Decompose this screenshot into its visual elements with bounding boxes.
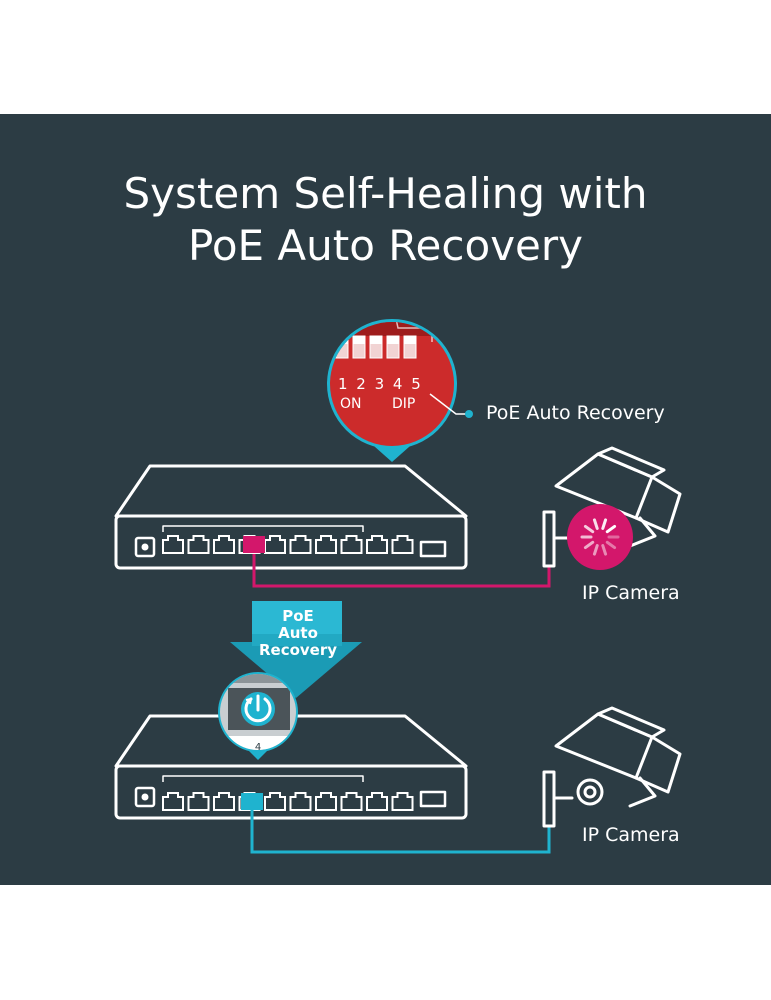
dip-on-label: ON: [340, 396, 362, 412]
ethernet-port: [340, 535, 363, 554]
recovery-port-number: 4: [255, 742, 261, 753]
recovery-arrow-label: PoE Auto Recovery: [246, 608, 350, 659]
ethernet-port: [264, 535, 286, 554]
arrow-label-line-2: Auto: [278, 624, 318, 642]
ethernet-port: [315, 535, 337, 554]
ethernet-port: [162, 792, 184, 811]
ethernet-port: [366, 535, 388, 554]
callout-leader-line: [429, 393, 468, 415]
recovery-arrow: [230, 601, 362, 698]
dip-key-cap: [370, 336, 382, 344]
ethernet-port: [289, 535, 312, 554]
bottom-recovered-port: [241, 793, 263, 810]
bottom-switch-ports: [162, 792, 414, 811]
spinner-tick: [605, 524, 617, 534]
bottom-ip-camera-icon: [542, 706, 682, 828]
dip-key-cap: [404, 336, 416, 344]
dip-key-cap: [353, 336, 365, 344]
spinner-tick: [601, 518, 608, 530]
title-line-1: System Self-Healing with: [123, 169, 648, 218]
spinner-tick: [605, 540, 617, 550]
spinner-tick: [592, 544, 599, 556]
camera-reboot-spinner-icon: [567, 504, 633, 570]
dip-key-cap: [387, 336, 399, 344]
bottom-poe-switch: [114, 714, 468, 820]
top-faulty-port: [243, 536, 265, 553]
ethernet-port: [264, 792, 286, 811]
ethernet-port: [391, 792, 414, 811]
bottom-camera-label: IP Camera: [582, 824, 680, 846]
ethernet-port: [162, 535, 184, 554]
spinner-tick: [592, 518, 599, 530]
ethernet-port: [366, 792, 388, 811]
top-camera-label: IP Camera: [582, 582, 680, 604]
dip-dip-label: DIP: [392, 396, 415, 412]
arrow-label-line-3: Recovery: [258, 641, 338, 659]
top-ip-camera-icon: [542, 446, 682, 568]
ethernet-port: [213, 792, 235, 811]
title-line-2: PoE Auto Recovery: [187, 221, 584, 270]
spinner-tick: [583, 524, 595, 534]
top-switch-ports: [162, 535, 414, 554]
ethernet-port: [213, 535, 235, 554]
power-recovery-icon: [241, 692, 275, 726]
ethernet-port: [187, 792, 210, 811]
ethernet-port: [187, 535, 210, 554]
page-title: System Self-Healing with PoE Auto Recove…: [0, 168, 771, 272]
ethernet-port: [340, 792, 363, 811]
ethernet-port: [391, 535, 414, 554]
arrow-label-line-1: PoE: [282, 607, 314, 625]
diagram-artwork: 1 2 3 4 5 ON DIP: [114, 319, 682, 854]
callout-label: PoE Auto Recovery: [486, 402, 665, 424]
callout-dot: [465, 410, 473, 418]
infographic-panel: System Self-Healing with PoE Auto Recove…: [0, 114, 771, 885]
dip-switch-zoom-icon: [327, 319, 457, 462]
spinner-tick: [583, 540, 595, 550]
ethernet-port: [289, 792, 312, 811]
dip-switch-keys: [335, 335, 417, 359]
ethernet-port: [315, 792, 337, 811]
spinner-tick: [601, 544, 608, 556]
dip-switch-numbers: 1 2 3 4 5: [338, 375, 423, 393]
